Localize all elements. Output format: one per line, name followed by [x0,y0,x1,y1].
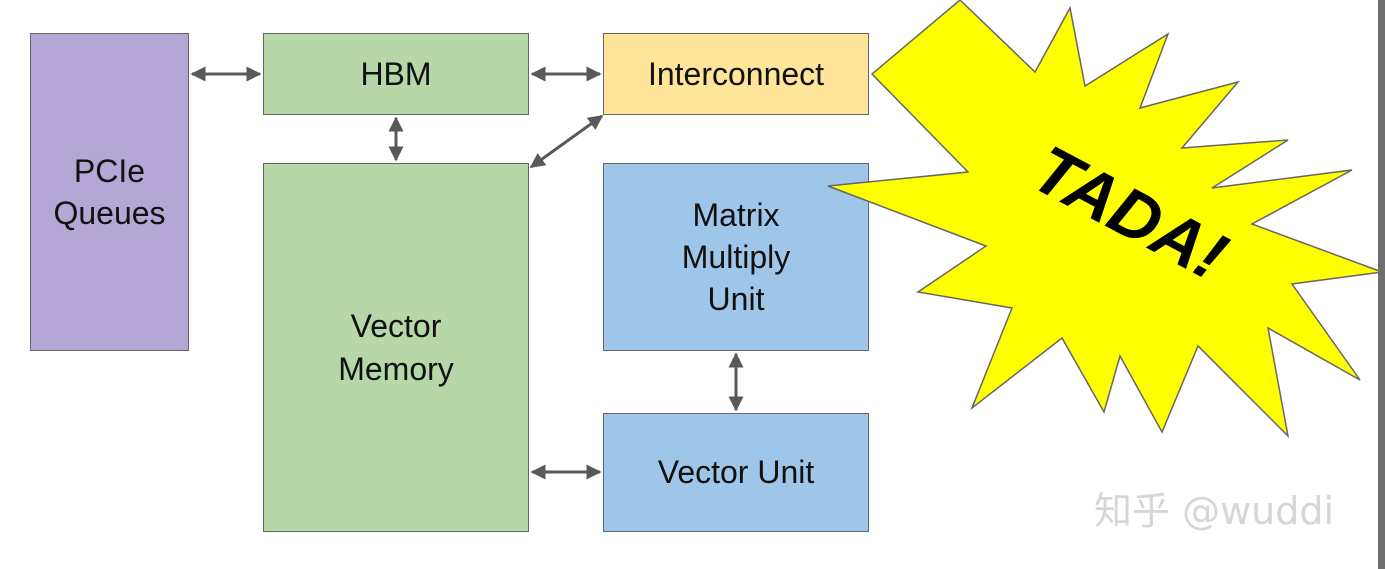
vector-unit-label: Vector Unit [657,454,815,491]
interconnect-label: Interconnect [647,55,825,92]
matrix-multiply-unit-label: Matrix Multiply Unit [681,196,791,318]
arrow-interconnect-vector-memory [529,114,604,169]
tada-starburst [827,0,1383,439]
vector-memory-block: Vector Memory [263,163,529,532]
interconnect-block: Interconnect [603,33,869,115]
vector-memory-label: Vector Memory [338,308,454,387]
vector-unit-block: Vector Unit [603,413,869,532]
pcie-queues-block: PCIe Queues [30,33,189,351]
hbm-label: HBM [360,55,432,92]
matrix-multiply-unit-block: Matrix Multiply Unit [603,163,869,351]
hbm-block: HBM [263,33,529,115]
right-edge-strip [1378,0,1385,569]
zhihu-watermark: 知乎 @wuddi [1094,489,1335,533]
starburst-shape [827,0,1383,439]
pcie-queues-label: PCIe Queues [53,152,166,231]
